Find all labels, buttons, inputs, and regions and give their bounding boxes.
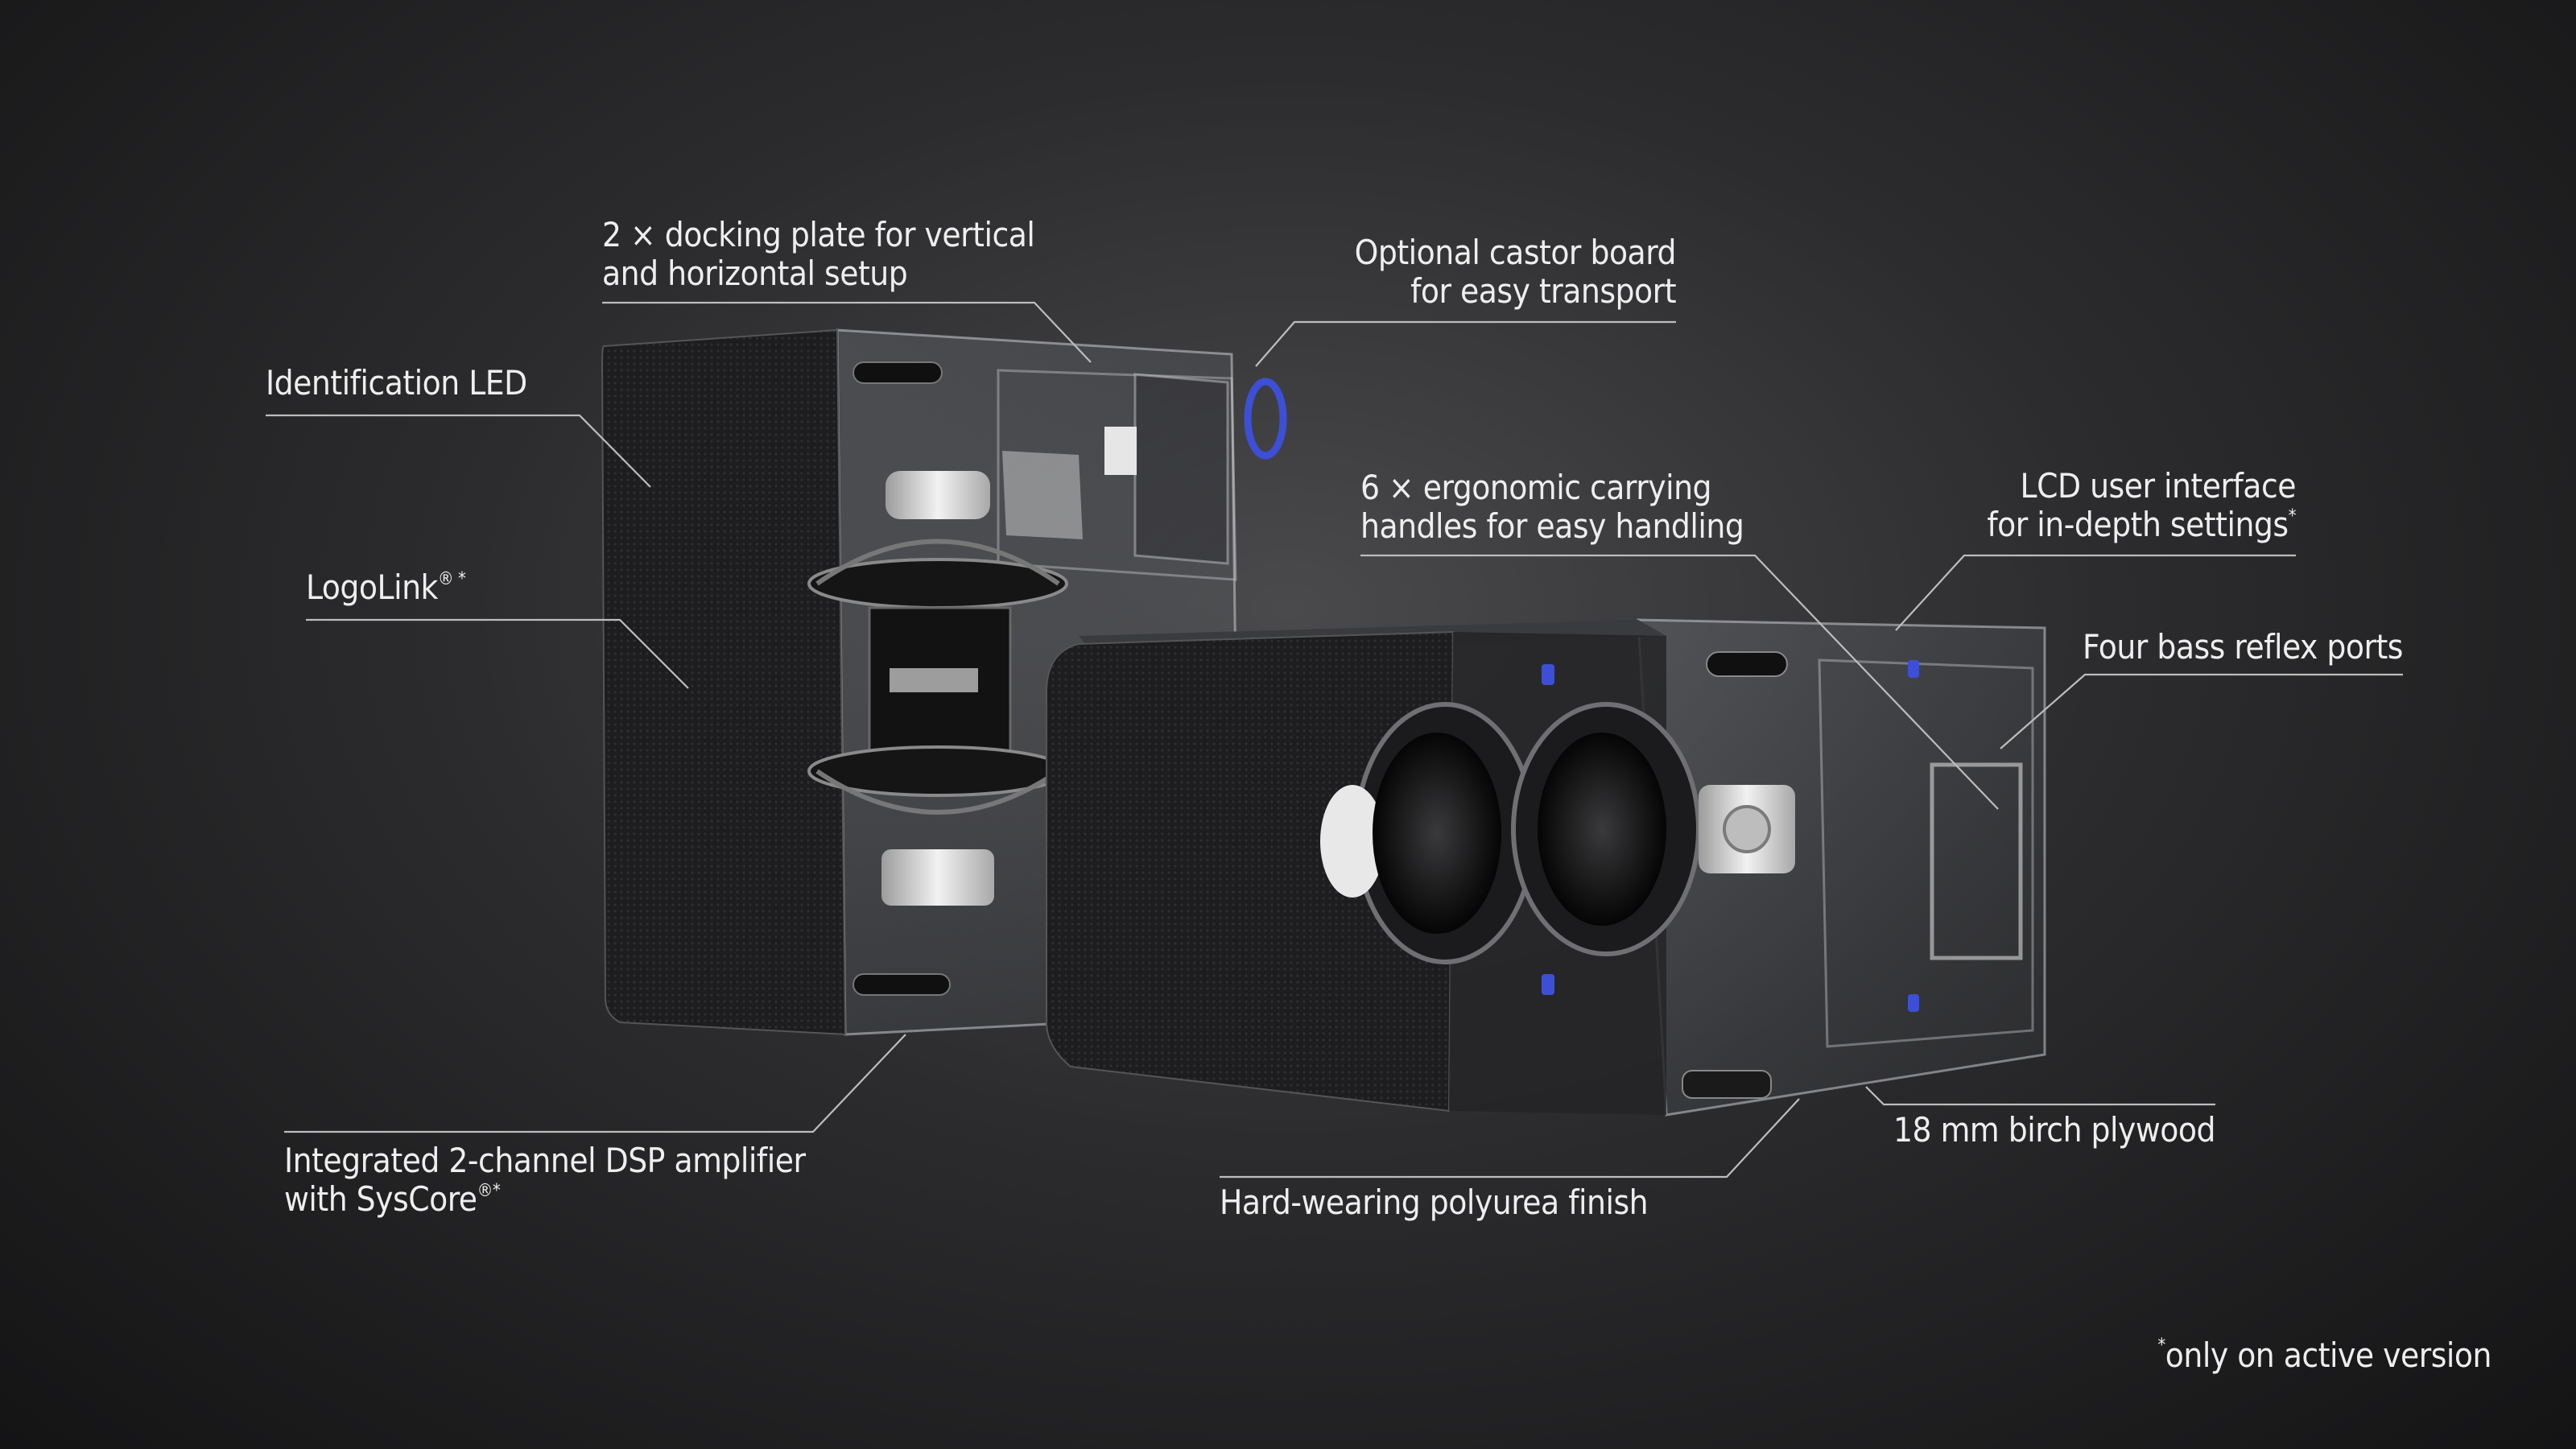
callout-birch-plywood-line1: 18 mm birch plywood — [1893, 1110, 2215, 1150]
callout-dsp-amplifier-text: with SysCore — [284, 1179, 477, 1219]
footnote-text: only on active version — [2165, 1335, 2492, 1375]
callout-identification-led: Identification LED — [266, 364, 527, 402]
callout-carrying-handles-line1: 6 × ergonomic carrying — [1360, 468, 1712, 507]
leader-bass-reflex — [2000, 673, 2403, 749]
footnote-mark: * — [2157, 1335, 2165, 1356]
callout-logolink-line1: LogoLink® * — [306, 568, 466, 607]
callout-docking-plate-line1: 2 × docking plate for vertical — [602, 215, 1035, 254]
callout-logolink-mark: ® * — [437, 569, 466, 589]
callout-lcd-interface: LCD user interface for in-depth settings… — [1987, 467, 2296, 544]
speaker-horizontal — [1046, 618, 2046, 1117]
callout-dsp-amplifier-line2: with SysCore®* — [284, 1180, 806, 1219]
callout-dsp-amplifier-mark: ®* — [477, 1181, 501, 1201]
callout-lcd-interface-text: for in-depth settings — [1987, 505, 2289, 544]
callout-carrying-handles-line2: handles for easy handling — [1360, 506, 1744, 546]
callout-lcd-interface-line2: for in-depth settings* — [1987, 506, 2296, 544]
footnote: *only on active version — [2157, 1336, 2491, 1375]
leader-lcd-interface — [1895, 554, 2296, 631]
leader-lines — [266, 301, 2403, 1179]
callout-carrying-handles: 6 × ergonomic carrying handles for easy … — [1360, 469, 1744, 546]
callout-bass-reflex: Four bass reflex ports — [2083, 627, 2404, 667]
callout-castor-board: Optional castor board for easy transport — [1354, 233, 1677, 311]
leader-docking-plate — [602, 301, 1092, 363]
leader-logolink — [306, 618, 689, 689]
leader-castor-board — [1255, 320, 1676, 367]
leader-identification-led — [266, 414, 651, 488]
callout-birch-plywood: 18 mm birch plywood — [1893, 1111, 2215, 1150]
leader-polyurea — [1220, 1098, 1800, 1179]
callout-castor-board-line1: Optional castor board — [1354, 233, 1677, 272]
callout-logolink: LogoLink® * — [306, 568, 466, 607]
callout-bass-reflex-line1: Four bass reflex ports — [2083, 627, 2404, 667]
leader-birch-plywood — [1865, 1086, 2215, 1106]
leader-carrying-handles — [1360, 554, 1999, 810]
callout-castor-board-line2: for easy transport — [1410, 271, 1676, 311]
callout-identification-led-line1: Identification LED — [266, 363, 527, 402]
callout-dsp-amplifier: Integrated 2-channel DSP amplifier with … — [284, 1141, 806, 1219]
footnote-line: *only on active version — [2157, 1336, 2491, 1375]
speaker-vertical — [601, 328, 1287, 1036]
callout-polyurea-finish-line1: Hard-wearing polyurea finish — [1220, 1183, 1649, 1222]
castor-wheel-icon — [1244, 378, 1287, 460]
callout-lcd-interface-line1: LCD user interface — [2020, 466, 2297, 506]
callout-logolink-text: LogoLink — [306, 568, 438, 607]
callout-docking-plate-line2: and horizontal setup — [602, 254, 908, 293]
leader-dsp-amplifier — [284, 1034, 906, 1133]
callout-docking-plate: 2 × docking plate for vertical and horiz… — [602, 215, 1035, 293]
callout-polyurea-finish: Hard-wearing polyurea finish — [1220, 1183, 1649, 1222]
callout-dsp-amplifier-line1: Integrated 2-channel DSP amplifier — [284, 1141, 806, 1180]
callout-lcd-interface-mark: * — [2288, 506, 2297, 526]
